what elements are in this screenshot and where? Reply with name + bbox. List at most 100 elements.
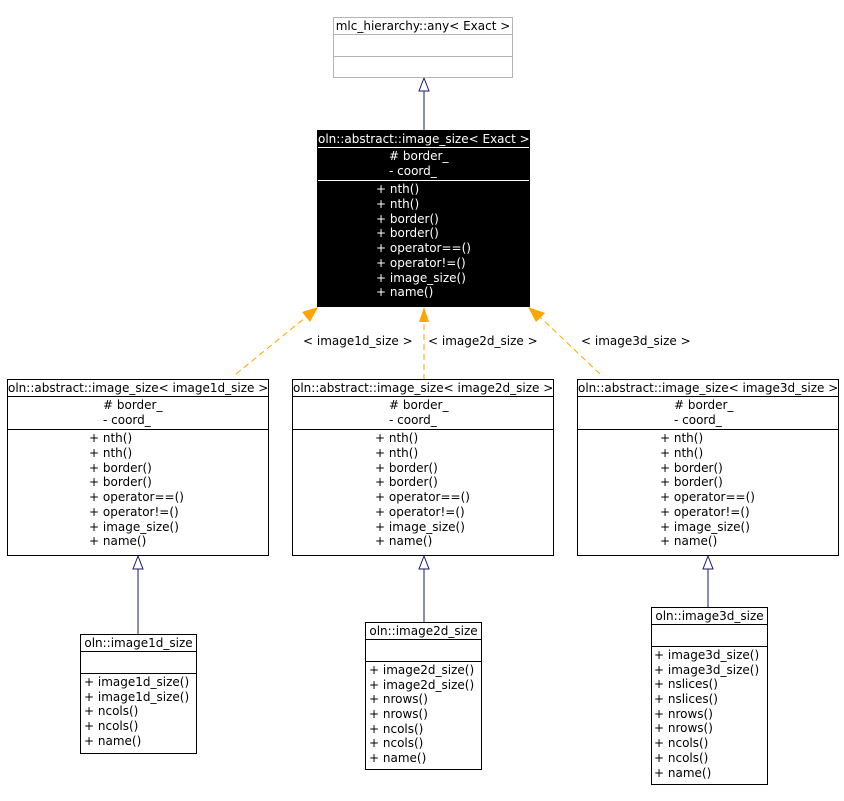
method-image-size: + image_size() <box>660 519 750 534</box>
method-operator-neq: + operator!=() <box>660 504 750 519</box>
method-border: + border() <box>376 226 439 241</box>
inheritance-edge-3d <box>702 554 714 607</box>
attribute-border: # border_ <box>389 149 449 163</box>
method-nth: + nth() <box>376 197 420 212</box>
methods-section: + nth() + nth() + border() + border() + … <box>578 429 838 551</box>
method-border: + border() <box>89 460 152 475</box>
attributes-section: # border_ - coord_ <box>8 396 268 429</box>
method-operator-eq: + operator==() <box>375 490 470 505</box>
method-operator-eq: + operator==() <box>89 490 184 505</box>
method-name: + name() <box>84 733 142 748</box>
template-edge-2d <box>419 307 429 380</box>
class-image3d-size[interactable]: oln::image3d_size + image3d_size() + ima… <box>651 607 768 785</box>
class-name: oln::image1d_size <box>84 636 193 650</box>
inheritance-edge-2d <box>418 554 430 622</box>
method-nrows: + nrows() <box>369 692 428 707</box>
method-operator-eq: + operator==() <box>376 241 471 256</box>
template-edge-3d <box>528 307 601 375</box>
attribute-coord: - coord_ <box>389 163 437 178</box>
edge-label-image3d: < image3d_size > <box>581 334 691 348</box>
method-nth: + nth() <box>660 431 704 446</box>
method-image1d-size: + image1d_size() <box>84 689 190 704</box>
method-operator-neq: + operator!=() <box>375 504 465 519</box>
class-name: oln::abstract::image_size< image3d_size … <box>578 381 838 395</box>
class-image-size-exact[interactable]: oln::abstract::image_size< Exact > # bor… <box>317 130 530 307</box>
methods-section: + image1d_size() + image1d_size() + ncol… <box>81 673 196 750</box>
method-border: + border() <box>660 475 723 490</box>
method-image-size: + image_size() <box>376 270 466 285</box>
attribute-coord: - coord_ <box>674 412 722 427</box>
methods-section <box>334 56 512 78</box>
method-border: + border() <box>376 211 439 226</box>
methods-section: + image2d_size() + image2d_size() + nrow… <box>366 661 481 768</box>
method-name: + name() <box>375 534 433 549</box>
method-image-size: + image_size() <box>89 519 179 534</box>
attributes-section <box>652 624 767 646</box>
method-border: + border() <box>89 475 152 490</box>
methods-section: + nth() + nth() + border() + border() + … <box>293 429 553 551</box>
method-nrows: + nrows() <box>654 721 713 736</box>
method-image3d-size: + image3d_size() <box>654 662 760 677</box>
method-nth: + nth() <box>89 431 133 446</box>
class-image-size-image3d[interactable]: oln::abstract::image_size< image3d_size … <box>577 379 839 556</box>
class-image2d-size[interactable]: oln::image2d_size + image2d_size() + ima… <box>365 622 482 770</box>
method-border: + border() <box>660 460 723 475</box>
class-image1d-size[interactable]: oln::image1d_size + image1d_size() + ima… <box>80 634 197 754</box>
method-name: + name() <box>369 751 427 766</box>
method-border: + border() <box>375 475 438 490</box>
class-name: oln::abstract::image_size< Exact > <box>318 132 529 148</box>
attribute-border: # border_ <box>389 398 449 412</box>
attribute-border: # border_ <box>674 398 734 412</box>
method-border: + border() <box>375 460 438 475</box>
attributes-section <box>81 651 196 673</box>
class-name: oln::abstract::image_size< image2d_size … <box>293 381 553 395</box>
method-image3d-size: + image3d_size() <box>654 648 760 662</box>
class-image-size-image2d[interactable]: oln::abstract::image_size< image2d_size … <box>292 379 554 556</box>
method-image2d-size: + image2d_size() <box>369 663 475 677</box>
method-image-size: + image_size() <box>375 519 465 534</box>
class-name: oln::image2d_size <box>369 624 478 638</box>
class-name: oln::abstract::image_size< image1d_size … <box>8 381 268 395</box>
method-operator-neq: + operator!=() <box>89 504 179 519</box>
method-name: + name() <box>660 534 718 549</box>
method-ncols: + ncols() <box>369 721 424 736</box>
attributes-section: # border_ - coord_ <box>578 396 838 429</box>
method-nth: + nth() <box>376 182 420 197</box>
methods-section: + image3d_size() + image3d_size() + nsli… <box>652 646 767 782</box>
class-mlc-any[interactable]: mlc_hierarchy::any< Exact > <box>333 17 513 78</box>
method-nslices: + nslices() <box>654 677 718 692</box>
attribute-coord: - coord_ <box>103 412 151 427</box>
method-nrows: + nrows() <box>654 706 713 721</box>
attributes-section <box>334 34 512 56</box>
method-operator-eq: + operator==() <box>660 490 755 505</box>
method-nth: + nth() <box>375 431 419 446</box>
method-ncols: + ncols() <box>654 736 709 751</box>
method-name: + name() <box>89 534 147 549</box>
method-ncols: + ncols() <box>84 704 139 719</box>
attribute-border: # border_ <box>103 398 163 412</box>
method-operator-neq: + operator!=() <box>376 255 466 270</box>
method-ncols: + ncols() <box>654 750 709 765</box>
methods-section: + nth() + nth() + border() + border() + … <box>318 180 529 302</box>
methods-section: + nth() + nth() + border() + border() + … <box>8 429 268 551</box>
attributes-section: # border_ - coord_ <box>318 148 529 180</box>
attributes-section <box>366 639 481 661</box>
attribute-coord: - coord_ <box>389 412 437 427</box>
edge-label-image1d: < image1d_size > <box>303 334 413 348</box>
method-nth: + nth() <box>89 446 133 461</box>
class-name: mlc_hierarchy::any< Exact > <box>335 19 511 33</box>
method-name: + name() <box>376 285 434 300</box>
edge-label-image2d: < image2d_size > <box>428 334 538 348</box>
method-nslices: + nslices() <box>654 692 718 707</box>
method-image1d-size: + image1d_size() <box>84 675 190 689</box>
attributes-section: # border_ - coord_ <box>293 396 553 429</box>
method-nth: + nth() <box>660 446 704 461</box>
class-name: oln::image3d_size <box>655 609 764 623</box>
method-nth: + nth() <box>375 446 419 461</box>
class-image-size-image1d[interactable]: oln::abstract::image_size< image1d_size … <box>7 379 269 556</box>
method-ncols: + ncols() <box>84 719 139 734</box>
inheritance-edge-exact-to-any <box>418 76 430 130</box>
method-name: + name() <box>654 765 712 780</box>
template-edge-1d <box>235 307 318 375</box>
